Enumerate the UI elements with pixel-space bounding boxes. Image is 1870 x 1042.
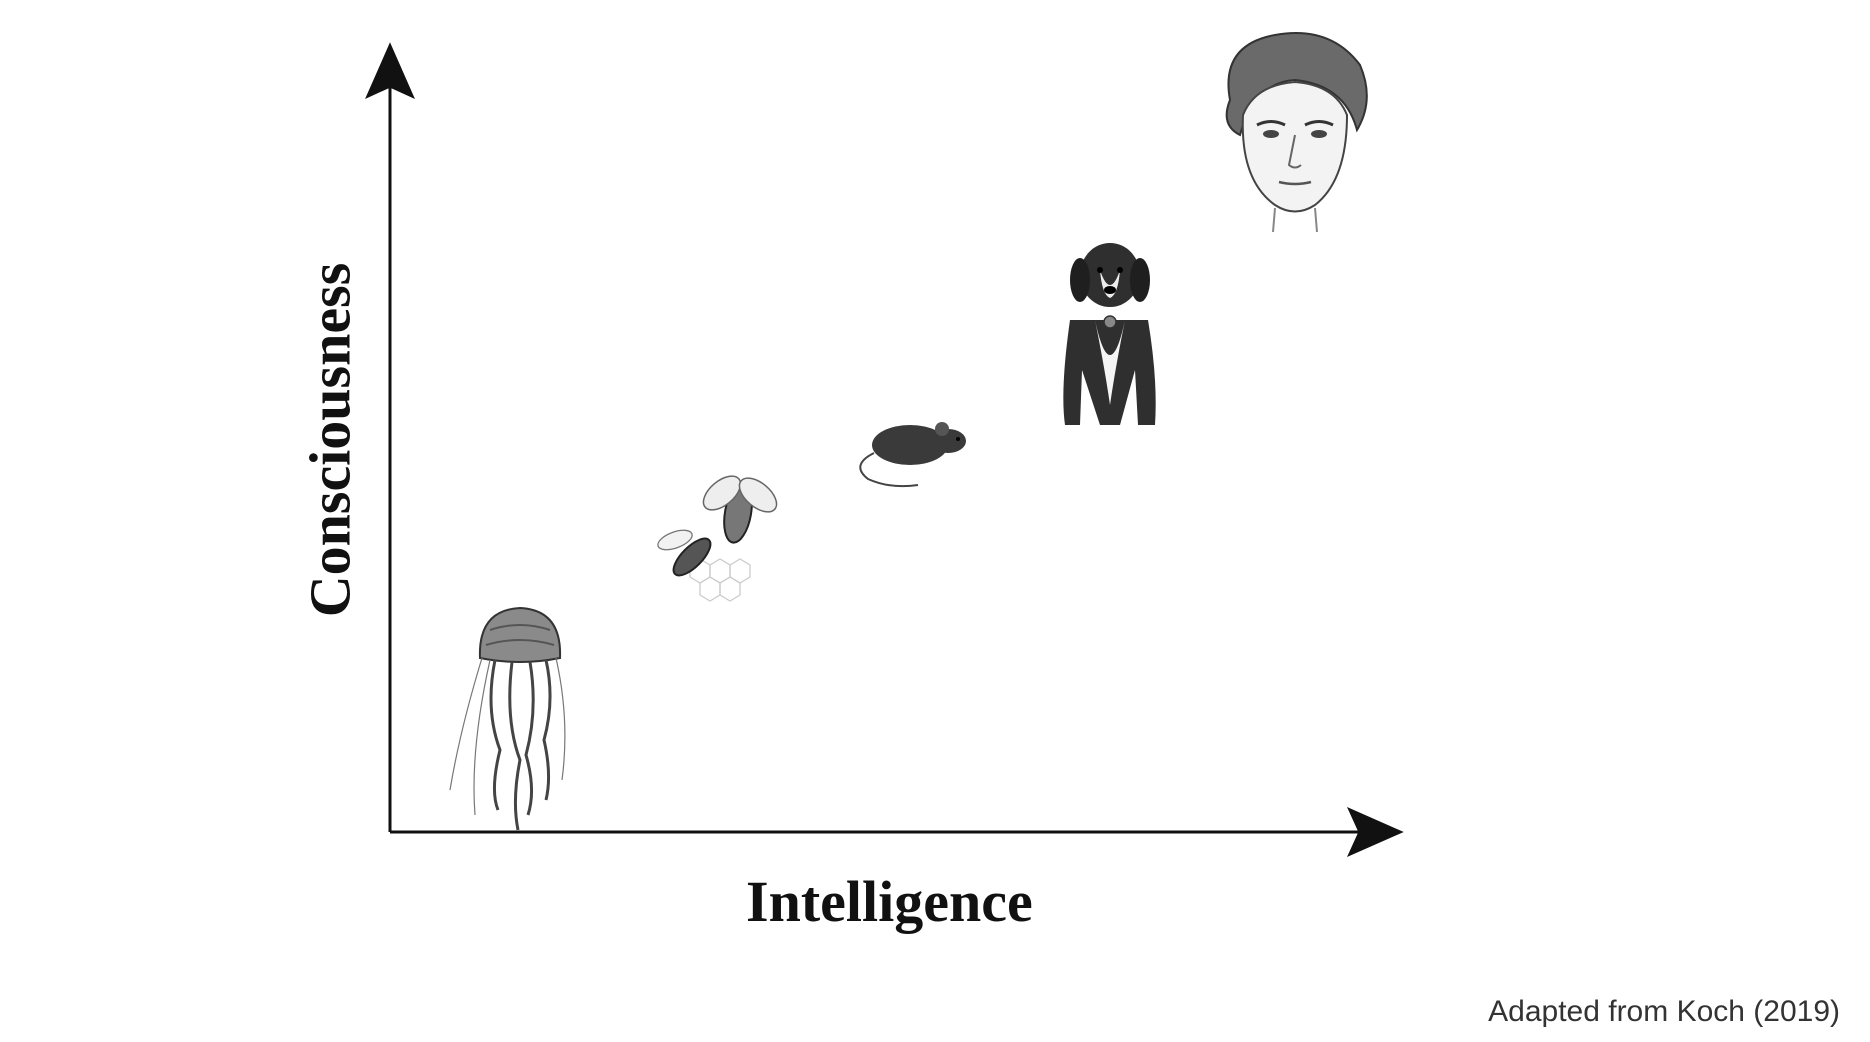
axes: [365, 42, 1404, 857]
dog-icon: [1063, 243, 1156, 425]
mouse-icon: [859, 422, 966, 488]
source-credit: Adapted from Koch (2019): [1488, 995, 1840, 1028]
y-axis-arrowhead: [365, 42, 415, 99]
jellyfish-icon: [449, 606, 566, 831]
human-face-icon: [1225, 32, 1368, 233]
x-axis-arrowhead: [1347, 807, 1404, 857]
y-axis-label: Consciousness: [297, 262, 363, 618]
bee-icon: [657, 475, 778, 602]
x-axis-label: Intelligence: [746, 869, 1033, 934]
